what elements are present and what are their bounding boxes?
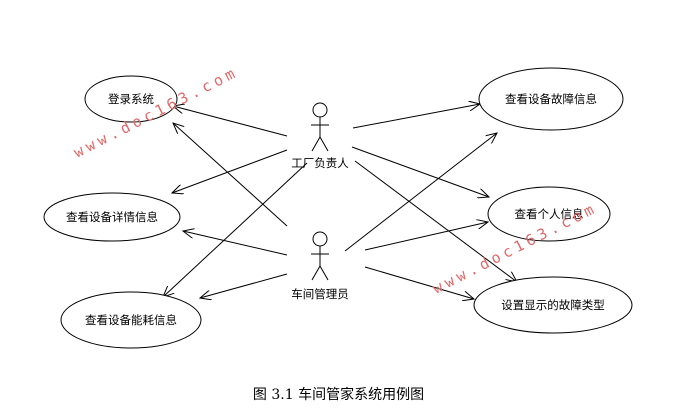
association-factory-manager-to-view-details	[172, 149, 288, 193]
use-case-set-fault-types: 设置显示的故障类型	[473, 276, 633, 334]
use-case-label: 查看设备详情信息	[66, 210, 158, 224]
actor-factory-manager: 工厂负责人	[291, 102, 349, 170]
use-case-ellipse	[60, 291, 202, 349]
use-case-ellipse	[84, 75, 178, 123]
association-workshop-admin-to-view-details	[183, 231, 288, 256]
actor-right-leg	[319, 265, 329, 281]
use-case-view-personal: 查看个人信息	[487, 186, 611, 242]
use-case-view-energy: 查看设备能耗信息	[60, 291, 202, 349]
association-factory-manager-to-view-faults	[352, 104, 480, 129]
actor-head	[312, 231, 328, 247]
actor-workshop-admin: 车间管理员	[291, 231, 349, 301]
use-case-ellipse	[473, 276, 633, 334]
figure-caption: 图 3.1 车间管家系统用例图	[252, 387, 425, 403]
actor-left-leg	[311, 265, 321, 281]
actor-left-leg	[311, 136, 321, 152]
use-case-label: 查看个人信息	[515, 207, 584, 221]
use-case-label: 登录系统	[108, 92, 154, 106]
associations	[163, 104, 517, 299]
association-workshop-admin-to-view-energy	[200, 273, 288, 298]
association-workshop-admin-to-set-fault-types	[364, 266, 474, 299]
use-case-ellipse	[478, 67, 624, 131]
use-case-view-faults: 查看设备故障信息	[478, 67, 624, 131]
association-workshop-admin-to-view-personal	[364, 222, 488, 251]
use-case-view-details: 查看设备详情信息	[43, 192, 181, 242]
use-case-login: 登录系统	[84, 75, 178, 123]
association-factory-manager-to-login	[173, 106, 288, 137]
use-case-ellipse	[487, 186, 611, 242]
association-factory-manager-to-view-personal	[351, 146, 489, 197]
actor-right-leg	[319, 136, 329, 152]
use-case-label: 查看设备故障信息	[505, 92, 597, 106]
actor-head	[312, 102, 328, 118]
association-factory-manager-to-view-energy	[163, 162, 308, 297]
use-case-label: 查看设备能耗信息	[85, 313, 177, 327]
association-factory-manager-to-set-fault-types	[354, 160, 517, 282]
use-case-ellipse	[43, 192, 181, 242]
use-case-label: 设置显示的故障类型	[501, 298, 605, 312]
actor-label: 车间管理员	[291, 287, 349, 301]
association-workshop-admin-to-login	[173, 123, 288, 227]
association-workshop-admin-to-view-faults	[344, 133, 497, 252]
actor-label: 工厂负责人	[291, 156, 349, 170]
